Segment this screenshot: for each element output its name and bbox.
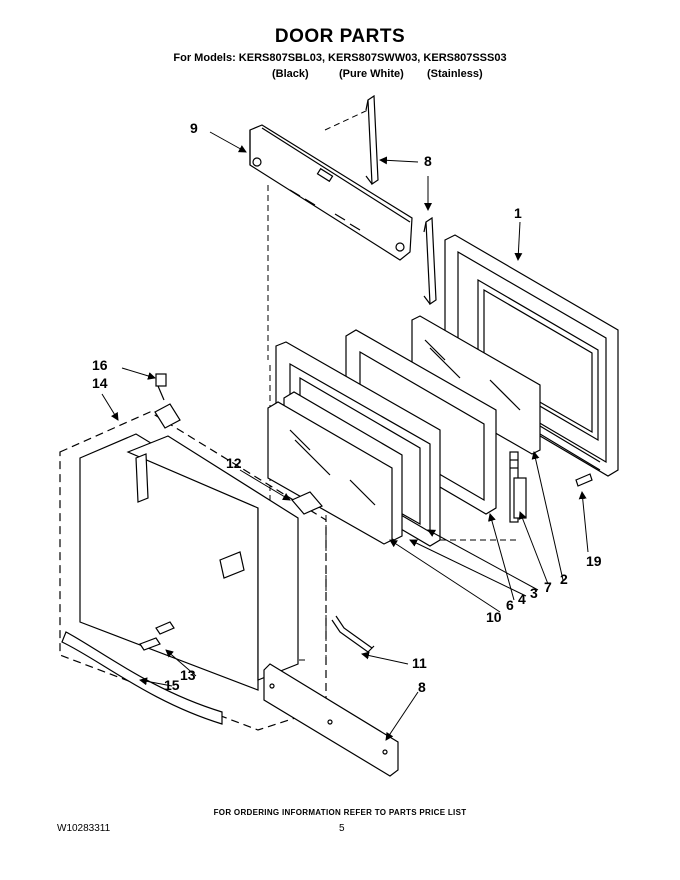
callout-9: 9: [190, 120, 198, 136]
callout-4: 4: [518, 591, 526, 607]
page-title: DOOR PARTS: [274, 26, 406, 47]
callout-1: 1: [514, 205, 522, 221]
callout-12: 12: [226, 455, 242, 471]
callout-10: 10: [486, 609, 502, 625]
part-14-outer-door-panel: [59, 411, 327, 731]
model-list: For Models: KERS807SBL03, KERS807SWW03, …: [173, 52, 507, 64]
part-19-screw: [575, 473, 593, 487]
part-8-hinge-bracket-upper: [365, 94, 379, 186]
callout-7: 8: [418, 679, 426, 695]
part-16-screw: [155, 373, 167, 401]
variant-stainless: (Stainless): [427, 68, 483, 80]
part-1-inner-door-frame: [444, 234, 619, 477]
page-number: 5: [339, 823, 345, 834]
callout-15: 15: [164, 677, 180, 693]
callout-leader-lines: [101, 131, 589, 741]
part-13-clips: [139, 621, 175, 651]
callout-6: 6: [506, 597, 514, 613]
part-11-bracket: [331, 615, 375, 653]
part-8-hinge-bracket-lower: [423, 216, 437, 306]
callout-14: 14: [92, 375, 108, 391]
door-hinge-block: [154, 403, 181, 429]
variant-black: (Black): [272, 68, 309, 80]
callout-5: 7: [544, 579, 552, 595]
callout-16: 16: [92, 357, 108, 373]
part-3-hinge: [509, 451, 527, 523]
variant-pure-white: (Pure White): [339, 68, 404, 80]
callout-13: 13: [180, 667, 196, 683]
callout-8-upper: 8: [424, 153, 432, 169]
part-9-top-trim: [249, 124, 413, 261]
callout-11: 11: [412, 655, 427, 671]
document-number: W10283311: [57, 823, 111, 834]
callout-3: 3: [530, 585, 538, 601]
part-12-clip: [291, 491, 323, 515]
ordering-note: FOR ORDERING INFORMATION REFER TO PARTS …: [213, 808, 467, 817]
callout-19: 19: [586, 553, 602, 569]
callout-2: 2: [560, 571, 568, 587]
part-7-bottom-trim: [263, 663, 399, 777]
